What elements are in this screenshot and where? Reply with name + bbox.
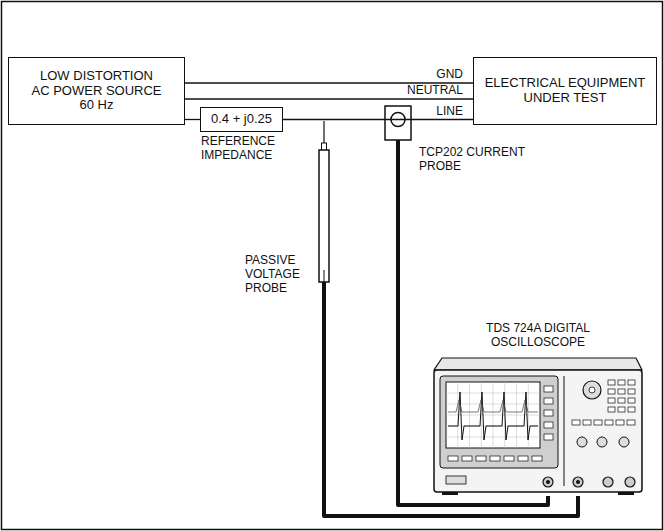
box-label: 0.4 + j0.25 <box>211 112 272 127</box>
part-label: PASSIVE VOLTAGE PROBE <box>245 254 311 295</box>
part-label: TDS 724A DIGITAL OSCILLOSCOPE <box>473 322 603 350</box>
oscilloscope-drawing <box>434 358 642 495</box>
power-wire <box>185 98 473 99</box>
power-source-box: LOW DISTORTION AC POWER SOURCE 60 Hz <box>8 57 185 125</box>
part-label: REFERENCE IMPEDANCE <box>201 135 293 163</box>
box-label: ELECTRICAL EQUIPMENT UNDER TEST <box>480 76 650 106</box>
part-label: TCP202 CURRENT PROBE <box>419 146 539 174</box>
power-wire <box>283 119 473 120</box>
voltage-probe: PASSIVE VOLTAGE PROBE <box>319 150 329 282</box>
current-probe-drawing <box>385 106 411 140</box>
probe-cable <box>324 282 578 516</box>
box-label: LOW DISTORTION AC POWER SOURCE 60 Hz <box>31 69 163 114</box>
current-probe: TCP202 CURRENT PROBE <box>385 106 411 140</box>
wire-label: LINE <box>434 105 465 118</box>
oscilloscope: TDS 724A DIGITAL OSCILLOSCOPE <box>432 356 644 496</box>
voltage-probe-drawing <box>319 121 329 282</box>
impedance-box: 0.4 + j0.25REFERENCE IMPEDANCE <box>200 107 283 132</box>
equipment-box: ELECTRICAL EQUIPMENT UNDER TEST <box>473 57 657 125</box>
wire-label: GND <box>434 68 465 81</box>
wire-label: NEUTRAL <box>405 84 465 97</box>
power-wire <box>185 119 200 120</box>
